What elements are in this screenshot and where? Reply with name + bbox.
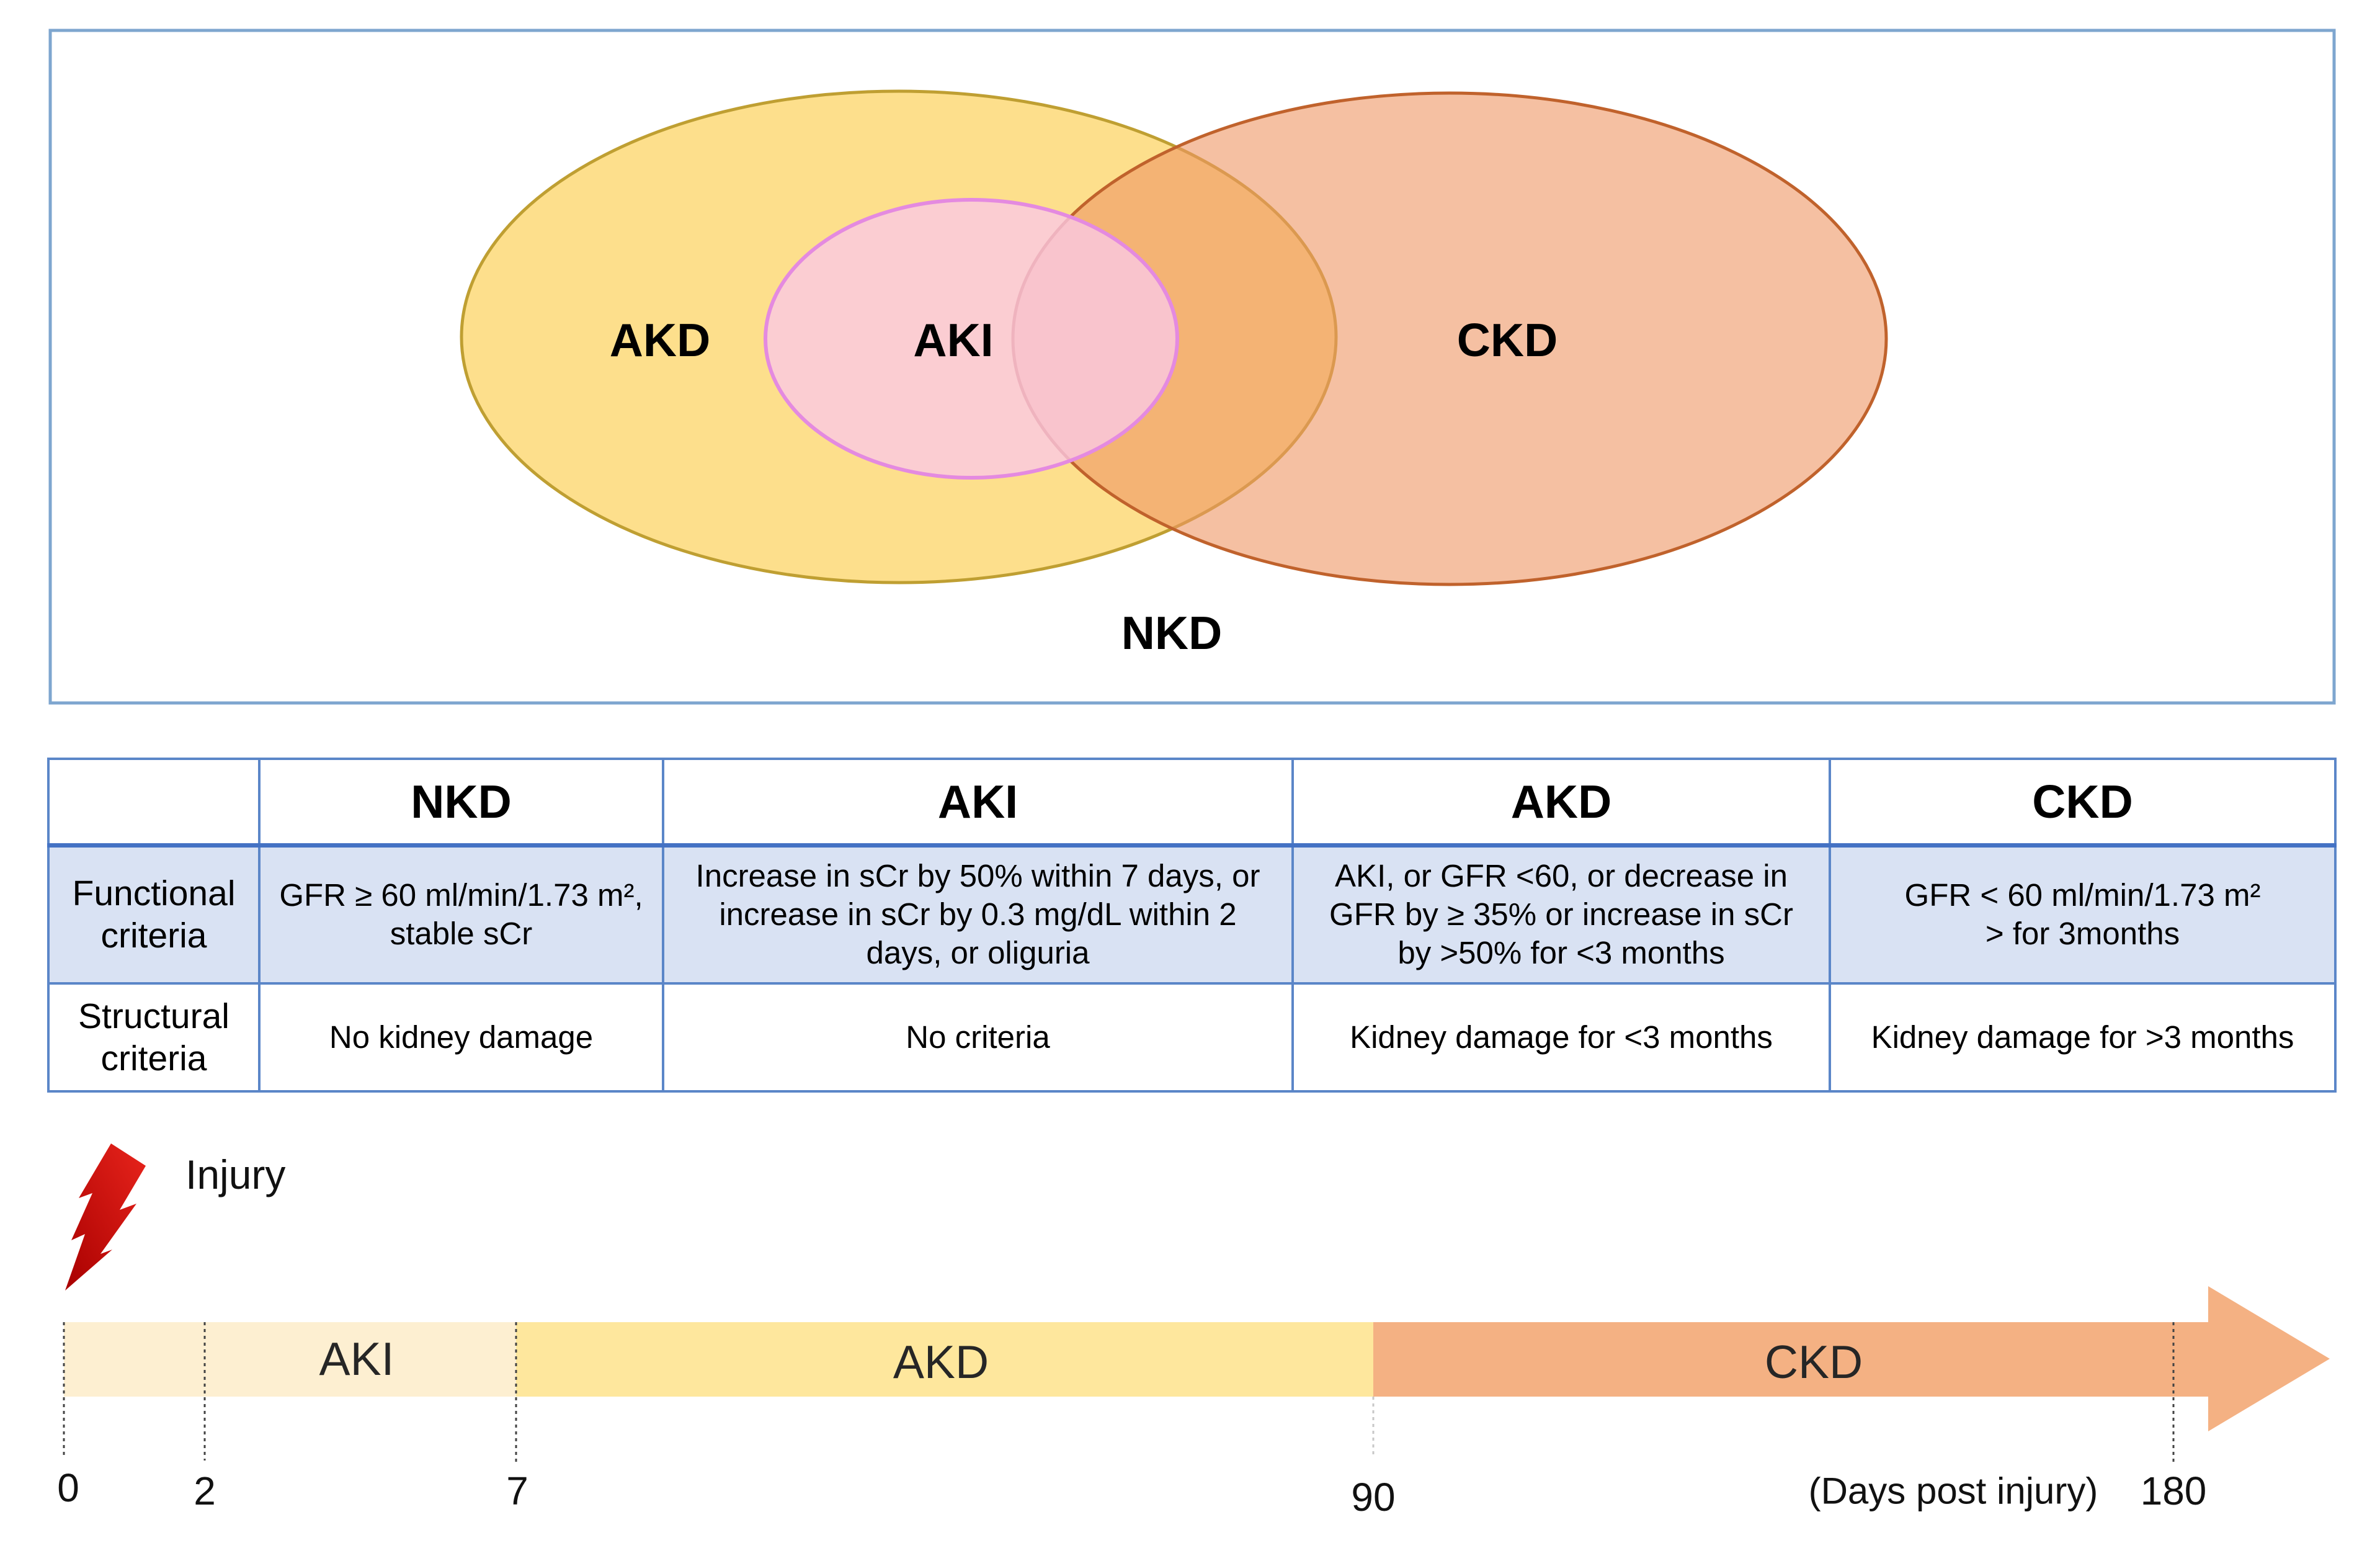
tick-label-7: 7 xyxy=(506,1469,528,1513)
structural-criteria-nkd: No kidney damage xyxy=(258,982,664,1093)
aki-ellipse xyxy=(764,198,1179,480)
timeline-label-ckd: CKD xyxy=(1765,1336,1863,1388)
tick-label-180: 180 xyxy=(2141,1469,2207,1513)
cell-line: by >50% for <3 months xyxy=(1397,935,1725,971)
functional-criteria-ckd: GFR < 60 ml/min/1.73 m² > for 3months xyxy=(1829,844,2337,985)
column-header-akd: AKD xyxy=(1291,758,1831,848)
cell-line: GFR ≥ 60 ml/min/1.73 m², xyxy=(279,877,643,913)
criteria-table: NKD AKI AKD CKD Functional criteria GFR … xyxy=(47,758,2337,1093)
cell-line: increase in sCr by 0.3 mg/dL within 2 xyxy=(719,897,1237,933)
lightning-bolt-icon xyxy=(65,1143,146,1291)
nkd-label: NKD xyxy=(1121,607,1223,659)
cell-line: Kidney damage for >3 months xyxy=(1871,1019,2294,1055)
timeline-label-aki: AKI xyxy=(319,1333,394,1385)
tick-label-2: 2 xyxy=(194,1469,216,1513)
cell-line: No kidney damage xyxy=(329,1019,594,1055)
row-header-line: Structural xyxy=(78,996,230,1036)
table-row-functional: Functional criteria GFR ≥ 60 ml/min/1.73… xyxy=(47,844,2337,985)
tick-label-90: 90 xyxy=(1351,1475,1395,1519)
cell-line: Increase in sCr by 50% within 7 days, or xyxy=(695,858,1260,894)
tick-label-0: 0 xyxy=(57,1465,79,1510)
row-header-functional: Functional criteria xyxy=(47,844,261,985)
venn-diagram: AKD AKI CKD NKD xyxy=(48,29,2336,705)
aki-label: AKI xyxy=(913,314,993,366)
table-corner-cell xyxy=(47,758,261,848)
functional-criteria-akd: AKI, or GFR <60, or decrease in GFR by ≥… xyxy=(1291,844,1831,985)
functional-criteria-nkd: GFR ≥ 60 ml/min/1.73 m², stable sCr xyxy=(258,844,664,985)
cell-line: AKI, or GFR <60, or decrease in xyxy=(1335,858,1788,894)
cell-line: GFR by ≥ 35% or increase in sCr xyxy=(1329,897,1793,933)
table-row-structural: Structural criteria No kidney damage No … xyxy=(47,982,2337,1093)
column-header-aki: AKI xyxy=(662,758,1294,848)
column-header-nkd: NKD xyxy=(258,758,664,848)
cell-line: stable sCr xyxy=(390,916,533,952)
cell-line: Kidney damage for <3 months xyxy=(1350,1019,1773,1055)
cell-line: days, or oliguria xyxy=(866,935,1090,971)
timeline-arrowhead xyxy=(2208,1286,2330,1431)
row-header-line: criteria xyxy=(100,916,207,956)
cell-line: GFR < 60 ml/min/1.73 m² xyxy=(1904,877,2261,913)
structural-criteria-aki: No criteria xyxy=(662,982,1294,1093)
structural-criteria-akd: Kidney damage for <3 months xyxy=(1291,982,1831,1093)
cell-line: No criteria xyxy=(906,1019,1050,1055)
injury-label: Injury xyxy=(185,1152,285,1197)
table-header-row: NKD AKI AKD CKD xyxy=(47,758,2337,848)
column-header-ckd: CKD xyxy=(1829,758,2337,848)
row-header-line: criteria xyxy=(100,1039,207,1078)
ckd-label: CKD xyxy=(1457,314,1558,366)
akd-label: AKD xyxy=(610,314,711,366)
row-header-line: Functional xyxy=(72,874,236,914)
timeline-label-akd: AKD xyxy=(893,1336,989,1388)
timeline-segment-ckd xyxy=(1373,1322,2209,1397)
timeline-axis-label: (Days post injury) xyxy=(1809,1470,2098,1512)
timeline-segment-aki xyxy=(64,1322,516,1397)
row-header-structural: Structural criteria xyxy=(47,982,261,1093)
functional-criteria-aki: Increase in sCr by 50% within 7 days, or… xyxy=(662,844,1294,985)
timeline: Injury AKI AKD CKD 0 2 7 90 180 (Days po… xyxy=(57,1143,2330,1519)
cell-line: > for 3months xyxy=(1985,916,2180,952)
timeline-segment-akd xyxy=(516,1322,1373,1397)
structural-criteria-ckd: Kidney damage for >3 months xyxy=(1829,982,2337,1093)
